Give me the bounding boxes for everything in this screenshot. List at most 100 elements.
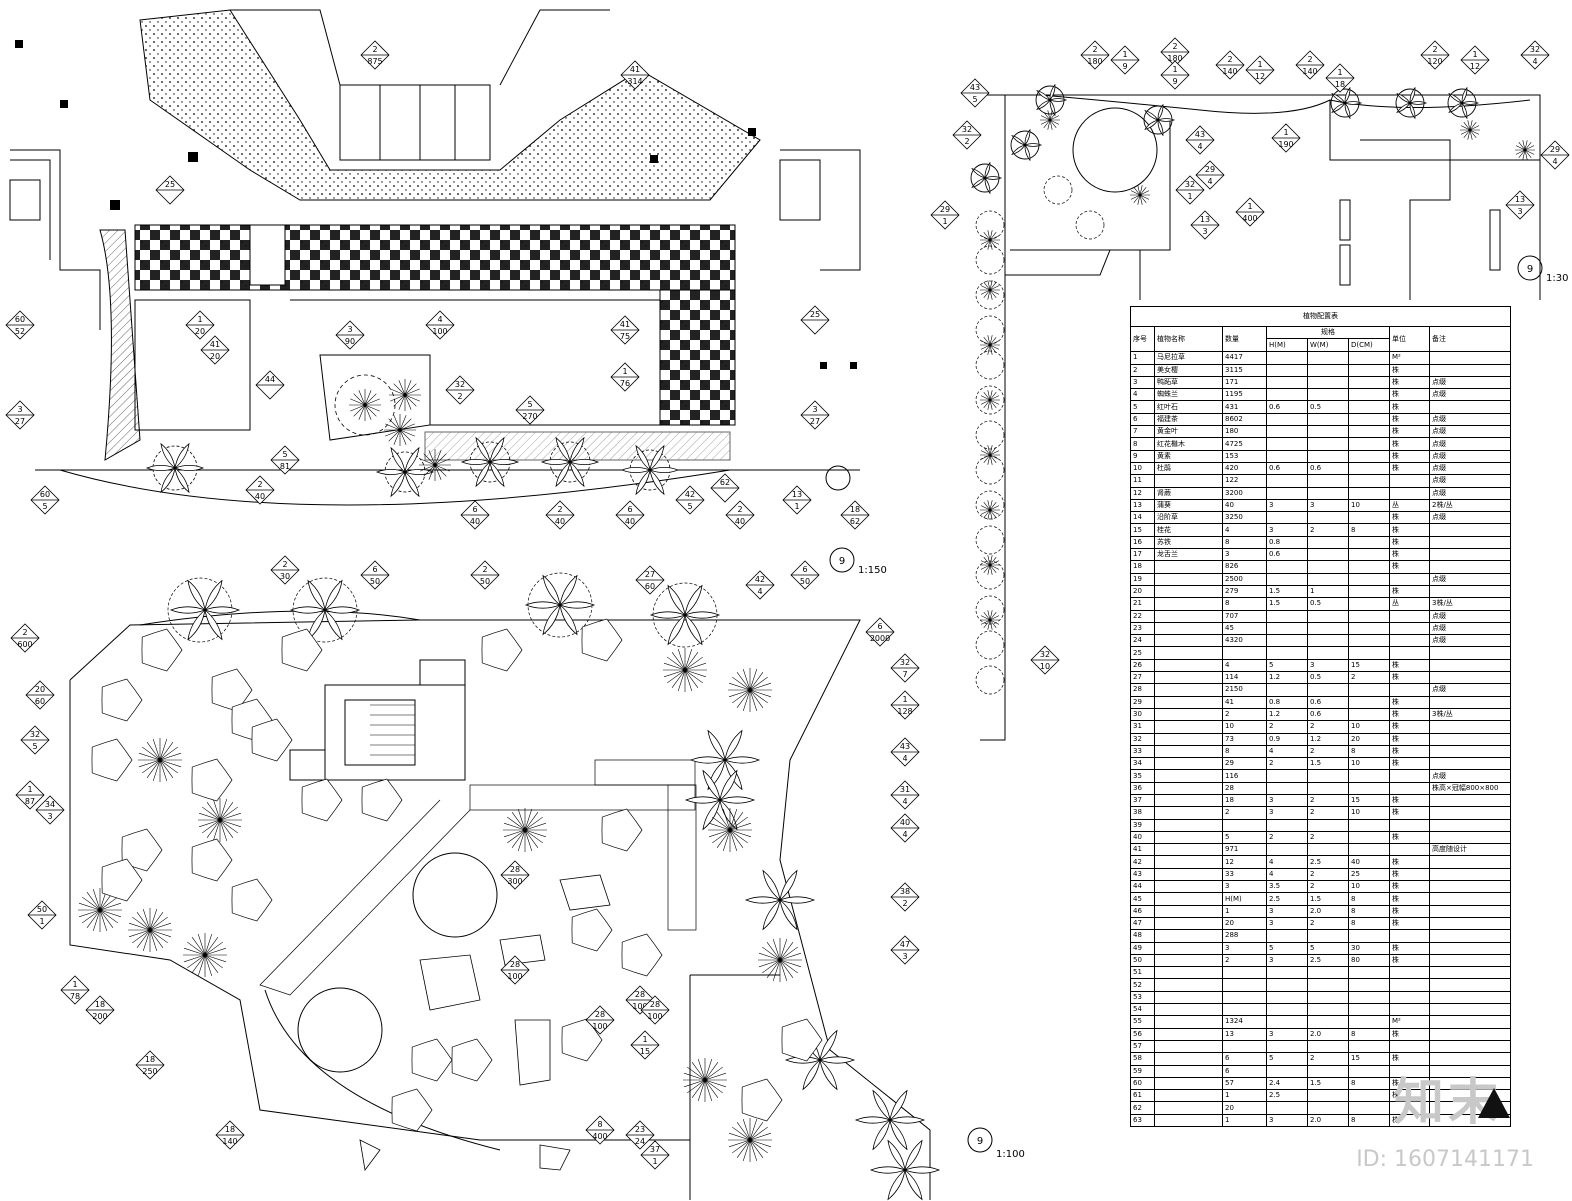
table-cell — [1154, 929, 1223, 943]
callout-qty: 100 — [647, 1012, 662, 1021]
table-cell: 42 — [1130, 855, 1155, 869]
table-cell: 马尼拉草 — [1154, 351, 1223, 365]
table-cell — [1154, 941, 1223, 955]
table-cell: 4 — [1266, 744, 1308, 759]
table-cell — [1429, 523, 1511, 537]
callout-diamond — [890, 935, 920, 965]
table-cell: 826 — [1222, 560, 1267, 574]
callout-code: 1 — [1257, 60, 1262, 69]
table-cell: 61 — [1130, 1089, 1155, 1103]
palm-symbol — [540, 436, 600, 488]
callout-code: 3 — [812, 405, 817, 414]
table-cell — [1266, 843, 1308, 857]
table-cell — [1348, 707, 1390, 722]
callout-code: 25 — [810, 310, 820, 319]
callout-qty: 27 — [810, 417, 820, 426]
callout-diamond — [185, 310, 215, 340]
table-cell — [1307, 929, 1349, 943]
callout-qty: 40 — [625, 517, 635, 526]
table-cell — [1307, 1003, 1349, 1017]
table-cell — [1429, 1003, 1511, 1017]
palm-fronds — [689, 729, 761, 791]
palm-fronds — [684, 769, 756, 831]
table-cell — [1266, 646, 1308, 660]
table-cell: 株 — [1389, 548, 1430, 562]
table-cell — [1429, 929, 1511, 943]
table-cell: 株 — [1389, 584, 1430, 599]
table-cell: 2 — [1348, 671, 1390, 685]
callout-tag: 112 — [1245, 55, 1275, 85]
callout-diamond — [10, 623, 40, 653]
callout-tag: 118 — [1325, 63, 1355, 93]
table-cell: 10 — [1348, 880, 1390, 894]
shrub-outline — [451, 1038, 493, 1082]
table-cell — [1307, 572, 1349, 586]
callout-qty: 4 — [757, 587, 762, 596]
table-cell: 44 — [1130, 880, 1155, 894]
callout-qty: 3 — [47, 812, 52, 821]
table-cell: 株 — [1389, 880, 1430, 894]
table-cell — [1389, 818, 1430, 832]
table-cell: 18 — [1130, 560, 1155, 574]
table-cell — [1389, 634, 1430, 648]
callout-diamond — [1235, 197, 1265, 227]
table-cell: 37 — [1130, 793, 1155, 808]
callout-code: 20 — [35, 685, 45, 694]
table-cell: 38 — [1130, 806, 1155, 820]
callout-diamond — [360, 40, 390, 70]
callout-code: 41 — [620, 320, 630, 329]
callout-diamond — [425, 310, 455, 340]
table-cell: 2.5 — [1307, 855, 1349, 869]
palm-symbol — [1036, 83, 1068, 117]
callout-qty: 4 — [902, 754, 907, 763]
callout-tag: 314 — [890, 780, 920, 810]
table-cell — [1154, 904, 1223, 918]
callout-code: 43 — [1195, 130, 1205, 139]
callout-diamond — [335, 320, 365, 350]
callout-qty: 875 — [367, 57, 382, 66]
table-cell — [1389, 769, 1430, 783]
table-cell: 株 — [1389, 388, 1430, 402]
table-cell — [1389, 966, 1430, 980]
callout-qty: 7 — [902, 670, 907, 679]
table-cell — [1154, 1003, 1223, 1017]
palm-symbol — [375, 446, 435, 498]
shrub-outline — [191, 758, 233, 802]
table-row: 53 — [1130, 990, 1511, 1005]
callout-diamond — [60, 975, 90, 1005]
table-cell: M² — [1389, 351, 1430, 365]
table-cell: 点缀 — [1429, 634, 1511, 648]
table-cell — [1429, 720, 1511, 734]
table-cell: 点缀 — [1429, 572, 1511, 586]
table-cell — [1266, 781, 1308, 795]
callout-qty: 52 — [15, 327, 25, 336]
callout-qty: 40 — [470, 517, 480, 526]
table-cell: 20 — [1130, 584, 1155, 599]
table-cell — [1429, 1015, 1511, 1029]
table-cell — [1348, 425, 1390, 439]
table-cell: 8 — [1222, 535, 1267, 550]
table-cell — [1348, 474, 1390, 488]
palm-symbol — [854, 1089, 926, 1151]
table-cell: 4 — [1222, 523, 1267, 537]
callout-code: 41 — [630, 65, 640, 74]
callout-qty: 75 — [620, 332, 630, 341]
table-cell: 45 — [1222, 621, 1267, 636]
table-cell — [1154, 855, 1223, 869]
table-cell: 美女樱 — [1154, 363, 1223, 377]
table-cell: 0.6 — [1307, 461, 1349, 476]
table-cell: 3 — [1266, 953, 1308, 968]
callout-diamond — [630, 1030, 660, 1060]
shrub-burst — [683, 1058, 727, 1102]
callout-qty: 90 — [345, 337, 355, 346]
table-cell: 1.5 — [1307, 892, 1349, 906]
